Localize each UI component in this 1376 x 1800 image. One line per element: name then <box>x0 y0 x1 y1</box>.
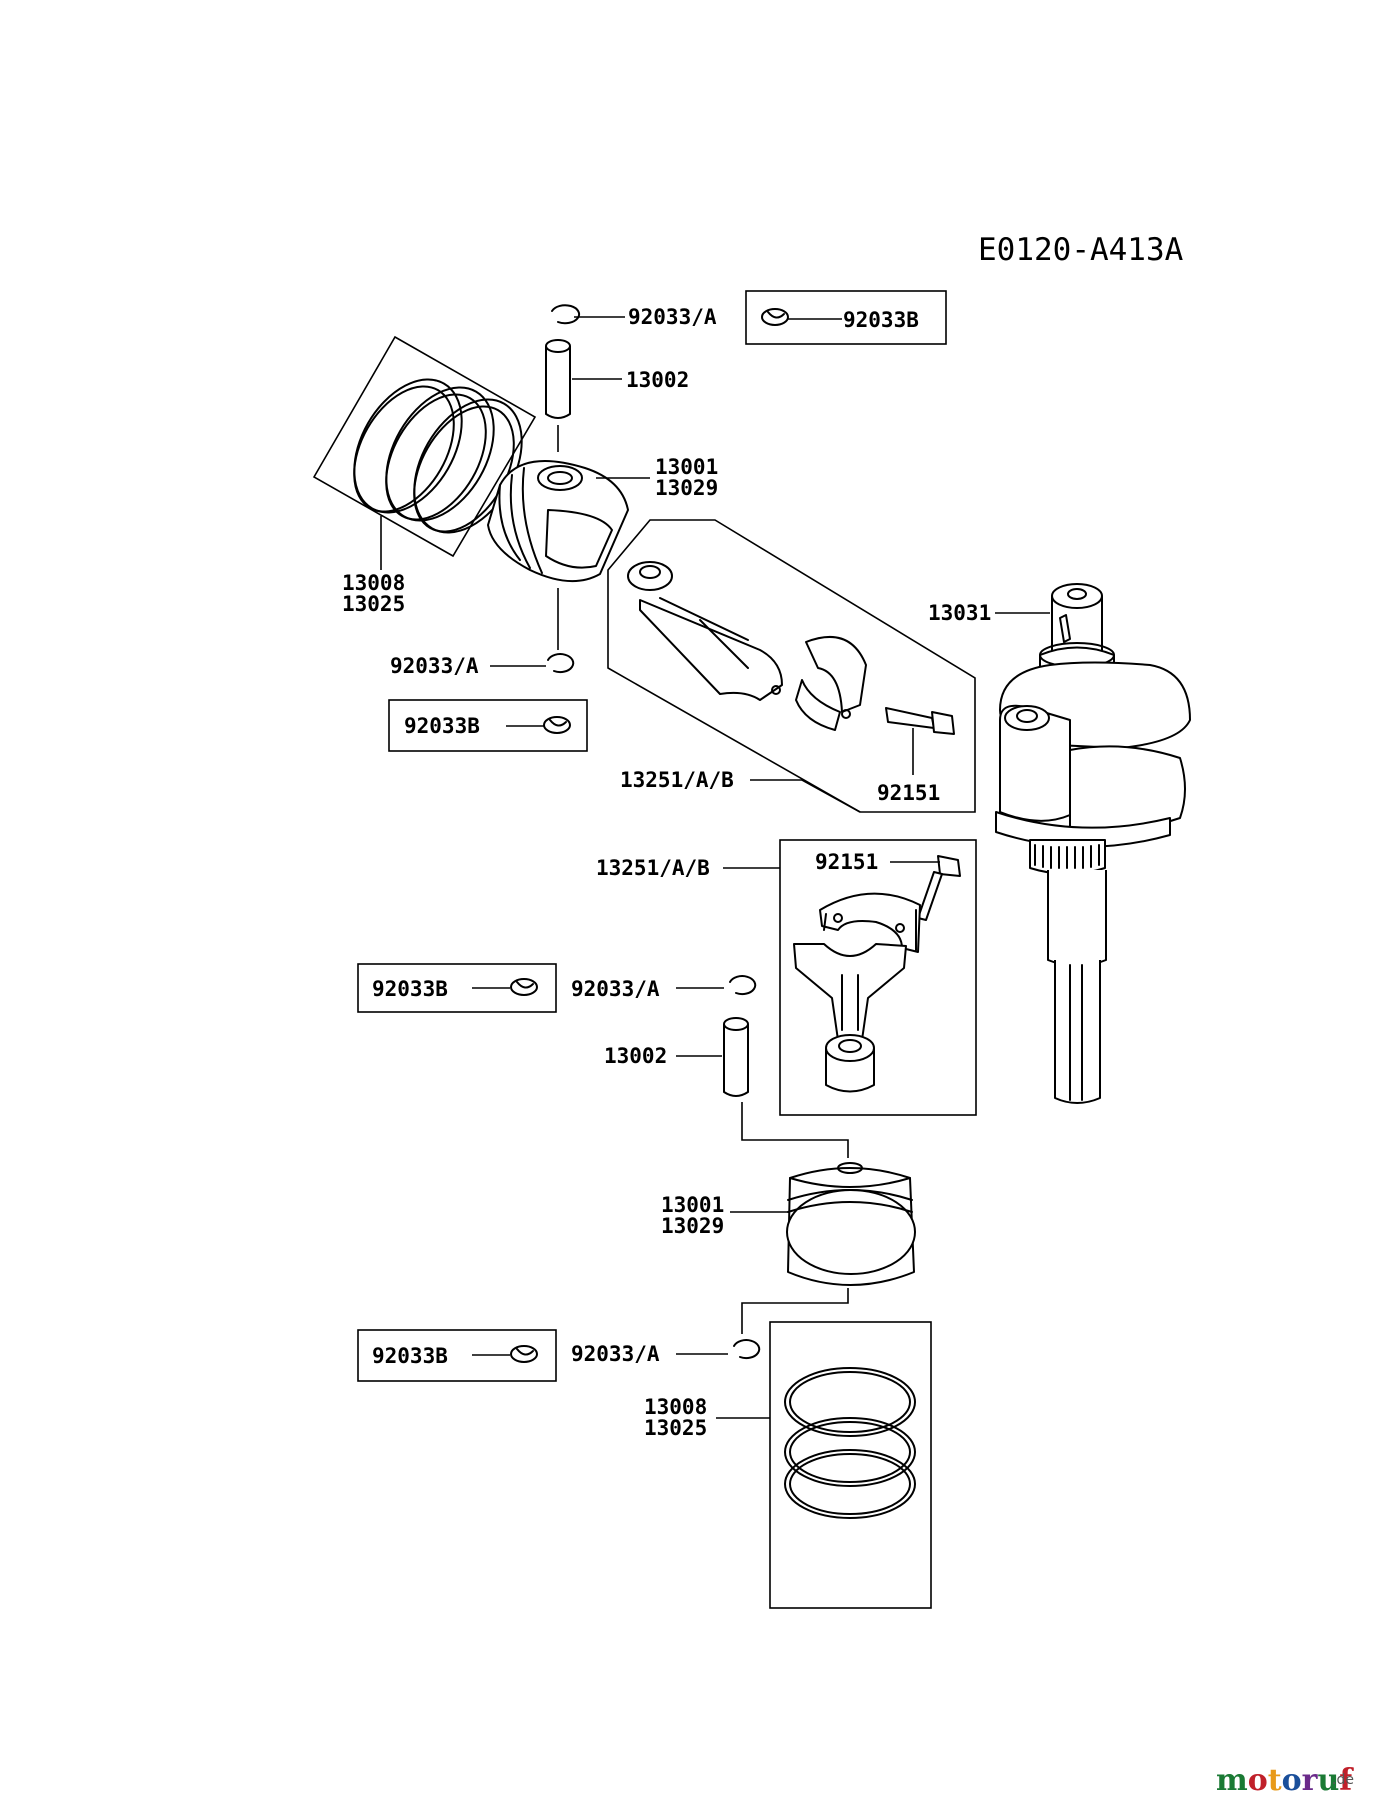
label-bottom-rings-2: 13025 <box>644 1416 707 1440</box>
piston-bottom <box>786 1162 916 1286</box>
rod-bolt-bottom <box>917 855 961 921</box>
label-top-rod-set: 13251/A/B <box>620 768 734 792</box>
circlip-bottom-lower <box>733 1339 761 1360</box>
label-bottom-rings-1: 13008 <box>644 1395 707 1419</box>
label-top-rod-bolt: 92151 <box>877 781 940 805</box>
circlip-top <box>551 304 580 325</box>
diagram-code: E0120-A413A <box>978 232 1184 268</box>
alt-part-frame <box>388 699 588 752</box>
label-top-clip-a: 92033/A <box>628 305 717 329</box>
label-crankshaft: 13031 <box>928 601 991 625</box>
label-bottom-piston-1: 13001 <box>661 1193 724 1217</box>
label-bottom-pin: 13002 <box>604 1044 667 1068</box>
alt-part-frame <box>357 963 557 1013</box>
wire-clip-icon <box>543 716 571 734</box>
con-rod-set-frame <box>779 839 977 1116</box>
label-bottom-piston-2: 13029 <box>661 1214 724 1238</box>
piston-top <box>487 459 629 583</box>
ring-set-frame <box>312 335 537 558</box>
crankshaft <box>995 583 1191 1104</box>
label-top-clip-b: 92033B <box>843 308 919 332</box>
connecting-rod-top <box>627 561 867 731</box>
rod-bolt-top <box>885 707 955 735</box>
label-bottom-rod-bolt: 92151 <box>815 850 878 874</box>
alt-part-frame <box>357 1329 557 1382</box>
label-top-pin: 13002 <box>626 368 689 392</box>
piston-pin-top <box>545 339 571 419</box>
label-bottom-upper-clip-b: 92033B <box>372 977 448 1001</box>
label-bottom-upper-clip-a: 92033/A <box>571 977 660 1001</box>
label-top-rings-1: 13008 <box>342 571 405 595</box>
label-top-lower-clip-b: 92033B <box>404 714 480 738</box>
label-bottom-lower-clip-b: 92033B <box>372 1344 448 1368</box>
label-top-lower-clip-a: 92033/A <box>390 654 479 678</box>
wire-clip-icon <box>761 308 789 326</box>
watermark-logo: motoruf .de <box>1216 1763 1354 1798</box>
piston-pin-bottom <box>723 1017 749 1097</box>
label-top-rings-2: 13025 <box>342 592 405 616</box>
label-bottom-rod-set: 13251/A/B <box>596 856 710 880</box>
circlip-bottom-upper <box>729 975 757 996</box>
label-bottom-lower-clip-a: 92033/A <box>571 1342 660 1366</box>
piston-rings-bottom <box>784 1367 916 1519</box>
alt-part-frame <box>745 290 947 345</box>
connecting-rod-bottom <box>793 892 921 1093</box>
wire-clip-icon <box>510 1345 538 1363</box>
wire-clip-icon <box>510 978 538 996</box>
ring-set-frame <box>769 1321 932 1609</box>
circlip-top-lower <box>547 653 575 674</box>
label-top-piston-2: 13029 <box>655 476 718 500</box>
con-rod-set-frame <box>607 519 976 813</box>
label-top-piston-1: 13001 <box>655 455 718 479</box>
svg-text:.de: .de <box>1332 1772 1354 1788</box>
svg-text:motoruf: motoruf <box>1216 1763 1354 1798</box>
